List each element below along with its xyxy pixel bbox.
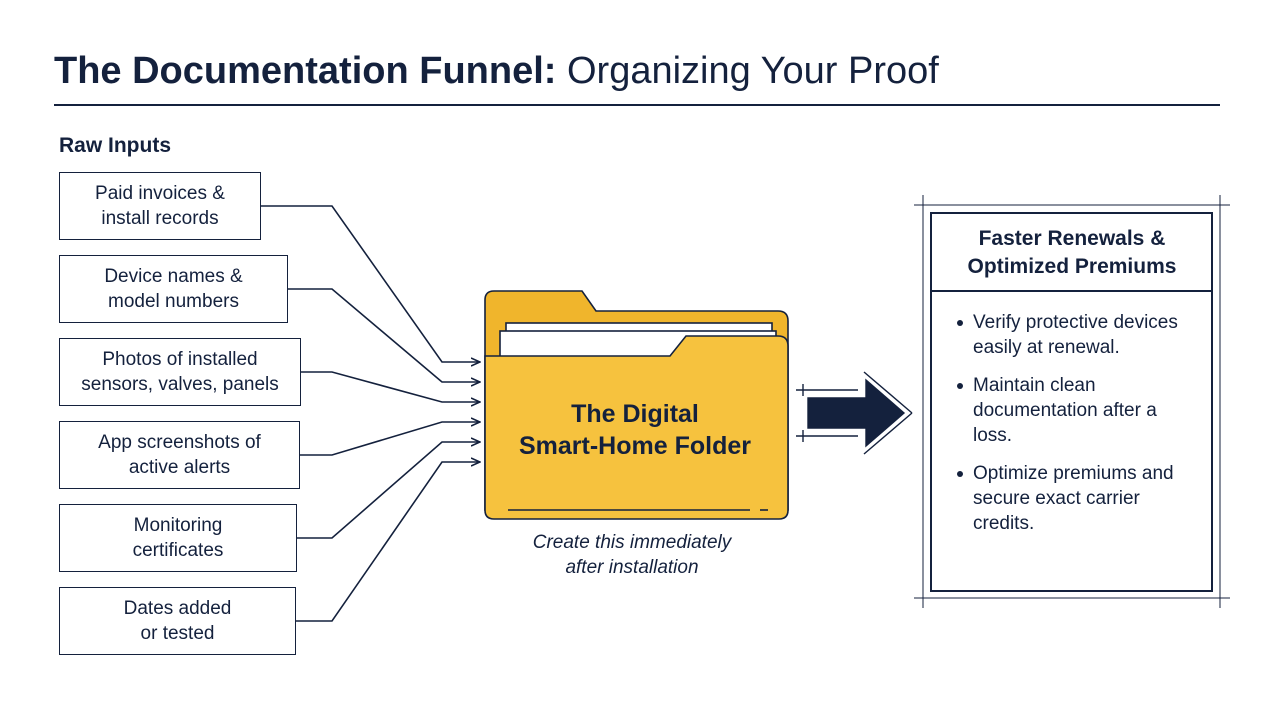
output-bullet-text: Optimize premiums and secure exact carri… [973, 463, 1174, 534]
input-box-certificates: Monitoring certificates [59, 504, 297, 572]
input-box-device-names: Device names & model numbers [59, 255, 288, 323]
input-box-invoices: Paid invoices & install records [59, 172, 261, 240]
input-label: App screenshots of active alerts [98, 432, 261, 478]
folder-label: The Digital Smart-Home Folder [519, 400, 751, 460]
input-box-photos: Photos of installed sensors, valves, pan… [59, 338, 301, 406]
input-label: Device names & model numbers [104, 266, 243, 312]
input-box-app-screenshots: App screenshots of active alerts [59, 421, 300, 489]
right-arrow-icon [796, 371, 913, 455]
bullet-dot-icon [957, 471, 963, 477]
output-title: Faster Renewals & Optimized Premiums [967, 226, 1177, 278]
connector-certificates [297, 442, 480, 539]
connector-lines [261, 205, 480, 622]
input-box-dates: Dates added or tested [59, 587, 296, 655]
title-divider [54, 104, 1220, 106]
connector-device-names [288, 288, 480, 382]
input-label: Monitoring certificates [132, 515, 224, 561]
output-bullet-text: Verify protective devices easily at rene… [973, 312, 1178, 358]
folder-icon [484, 290, 789, 520]
connector-photos [301, 371, 480, 402]
bullet-dot-icon [957, 383, 963, 389]
title-bold: The Documentation Funnel: [54, 50, 557, 92]
output-bullet: Optimize premiums and secure exact carri… [955, 461, 1195, 536]
input-label: Paid invoices & install records [95, 183, 225, 229]
output-bullet-text: Maintain clean documentation after a los… [973, 375, 1157, 446]
folder-caption: Create this immediately after installati… [532, 532, 732, 578]
connector-dates [296, 462, 480, 622]
bullet-dot-icon [957, 320, 963, 326]
connector-app-screenshots [300, 422, 480, 456]
output-bullet-list: Verify protective devices easily at rene… [955, 310, 1195, 549]
input-label: Photos of installed sensors, valves, pan… [81, 349, 279, 395]
output-bullet: Maintain clean documentation after a los… [955, 373, 1195, 448]
raw-inputs-heading: Raw Inputs [59, 134, 172, 157]
output-bullet: Verify protective devices easily at rene… [955, 310, 1195, 360]
page-title: The Documentation Funnel: Organizing You… [54, 48, 939, 94]
title-regular: Organizing Your Proof [567, 50, 939, 92]
connector-invoices [261, 205, 480, 362]
input-label: Dates added or tested [123, 598, 232, 644]
output-panel-frame [914, 195, 1230, 608]
